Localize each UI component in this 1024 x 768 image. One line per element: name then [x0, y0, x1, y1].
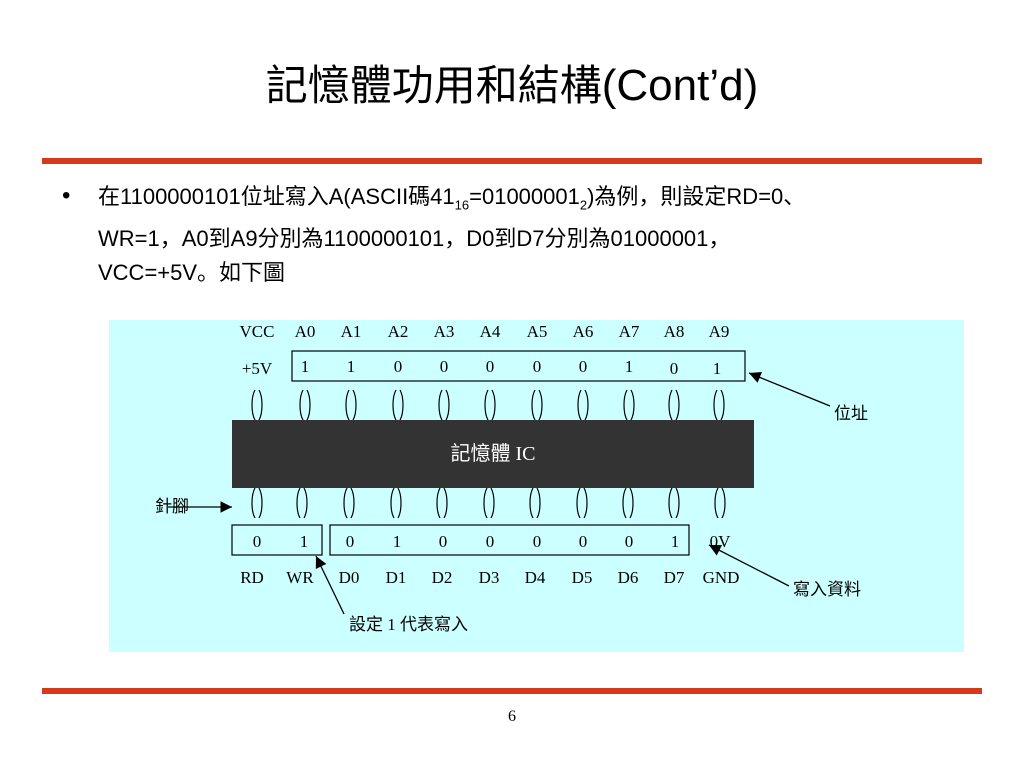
data-bit: 0 [438, 532, 448, 551]
bullet-text-part-2: =01000001 [469, 184, 580, 209]
top-divider [42, 158, 982, 164]
chip-pin [713, 389, 725, 421]
bullet-subscript-2: 2 [579, 197, 588, 213]
header-d2: D2 [431, 568, 453, 587]
chip-pin [577, 389, 589, 421]
chip-pin [576, 487, 588, 519]
bullet-subscript-1: 16 [454, 197, 470, 213]
data-bit: 0 [485, 532, 495, 551]
chip-pin [345, 389, 357, 421]
wr-bit: 1 [299, 532, 309, 551]
address-bit: 0 [578, 357, 588, 376]
chip-pin [622, 487, 634, 519]
header-a9: A9 [708, 322, 730, 341]
data-bit: 0 [624, 532, 634, 551]
chip-pin [390, 487, 402, 519]
address-bit: 1 [300, 357, 310, 376]
header-d0: D0 [338, 568, 360, 587]
chip-pin [529, 487, 541, 519]
top-pins [251, 389, 725, 421]
data-bit: 1 [392, 532, 402, 551]
header-d5: D5 [571, 568, 593, 587]
chip-pin [251, 487, 263, 519]
header-a1: A1 [340, 322, 362, 341]
bullet-line-1: 在1100000101位址寫入A(ASCII碼4116=010000012)為例… [98, 184, 806, 213]
control-bits-box [231, 524, 323, 556]
chip-pin [299, 389, 311, 421]
data-bit: 0 [532, 532, 542, 551]
rd-bit: 0 [252, 532, 262, 551]
address-bit: 0 [439, 357, 449, 376]
chip-pin [623, 389, 635, 421]
chip-pin [436, 487, 448, 519]
bullet-paragraph: 在1100000101位址寫入A(ASCII碼4116=010000012)為例… [98, 180, 1018, 290]
chip-pin [343, 487, 355, 519]
chip-pin [438, 389, 450, 421]
bullet-line-2: WR=1，A0到A9分別為1100000101，D0到D7分別為01000001… [98, 226, 731, 252]
diagram-graphics [168, 350, 831, 615]
chip-pin [296, 487, 308, 519]
data-bits-box [329, 524, 690, 556]
header-d1: D1 [385, 568, 407, 587]
address-bits-box [291, 350, 746, 382]
chip-pin [392, 389, 404, 421]
page-number: 6 [508, 708, 516, 725]
data-bit: 0 [345, 532, 355, 551]
header-d3: D3 [478, 568, 500, 587]
gnd-value: 0V [709, 532, 731, 551]
address-bit: 1 [624, 357, 634, 376]
write-data-callout-arrow [708, 544, 790, 587]
header-a8: A8 [663, 322, 685, 341]
header-d4: D4 [524, 568, 546, 587]
address-callout-arrow [748, 371, 831, 407]
chip-pin [714, 487, 726, 519]
header-d7: D7 [663, 568, 685, 587]
header-a5: A5 [526, 322, 548, 341]
slide-title: 記憶體功用和結構(Cont’d) [0, 52, 1024, 113]
bullet-line-3: VCC=+5V。如下圖 [98, 260, 286, 286]
write-flag-callout-label: 設定 1 代表寫入 [349, 615, 468, 634]
address-bit: 0 [393, 357, 403, 376]
header-rd: RD [240, 568, 264, 587]
vcc-value: +5V [241, 359, 273, 378]
chip-pin [668, 389, 680, 421]
header-d6: D6 [617, 568, 639, 587]
chip-pin [484, 389, 496, 421]
chip-pin [251, 389, 263, 421]
memory-chip [232, 420, 754, 488]
write-data-callout-label: 寫入資料 [793, 580, 861, 599]
header-vcc: VCC [239, 322, 275, 341]
chip-label: 記憶體 IC [450, 443, 536, 465]
chip-pin [483, 487, 495, 519]
bullet-text-part-1: 在1100000101位址寫入A(ASCII碼41 [98, 184, 455, 209]
memory-ic-diagram [109, 320, 964, 652]
chip-pin [668, 487, 680, 519]
write-flag-callout-arrow [315, 555, 345, 615]
header-a0: A0 [294, 322, 316, 341]
slide-title-suffix: (Cont’d) [601, 61, 759, 110]
header-a4: A4 [479, 322, 501, 341]
bullet-marker: • [62, 182, 71, 209]
slide-title-cjk: 記憶體功用和結構 [265, 61, 602, 110]
address-bit: 0 [669, 359, 679, 378]
header-a2: A2 [387, 322, 409, 341]
data-bit: 0 [578, 532, 588, 551]
address-bit: 1 [712, 359, 722, 378]
header-a3: A3 [433, 322, 455, 341]
address-bit: 0 [485, 357, 495, 376]
header-a6: A6 [572, 322, 594, 341]
header-wr: WR [286, 568, 314, 587]
bottom-divider [42, 688, 982, 694]
bullet-text-part-3: )為例，則設定RD=0、 [587, 184, 806, 209]
address-bit: 0 [532, 357, 542, 376]
bottom-pins [251, 487, 726, 519]
chip-pin [531, 389, 543, 421]
data-bit: 1 [670, 532, 680, 551]
address-callout-label: 位址 [834, 404, 868, 423]
header-a7: A7 [618, 322, 640, 341]
address-bit: 1 [346, 357, 356, 376]
pins-callout-label: 針腳 [155, 497, 189, 516]
header-gnd: GND [702, 568, 740, 587]
